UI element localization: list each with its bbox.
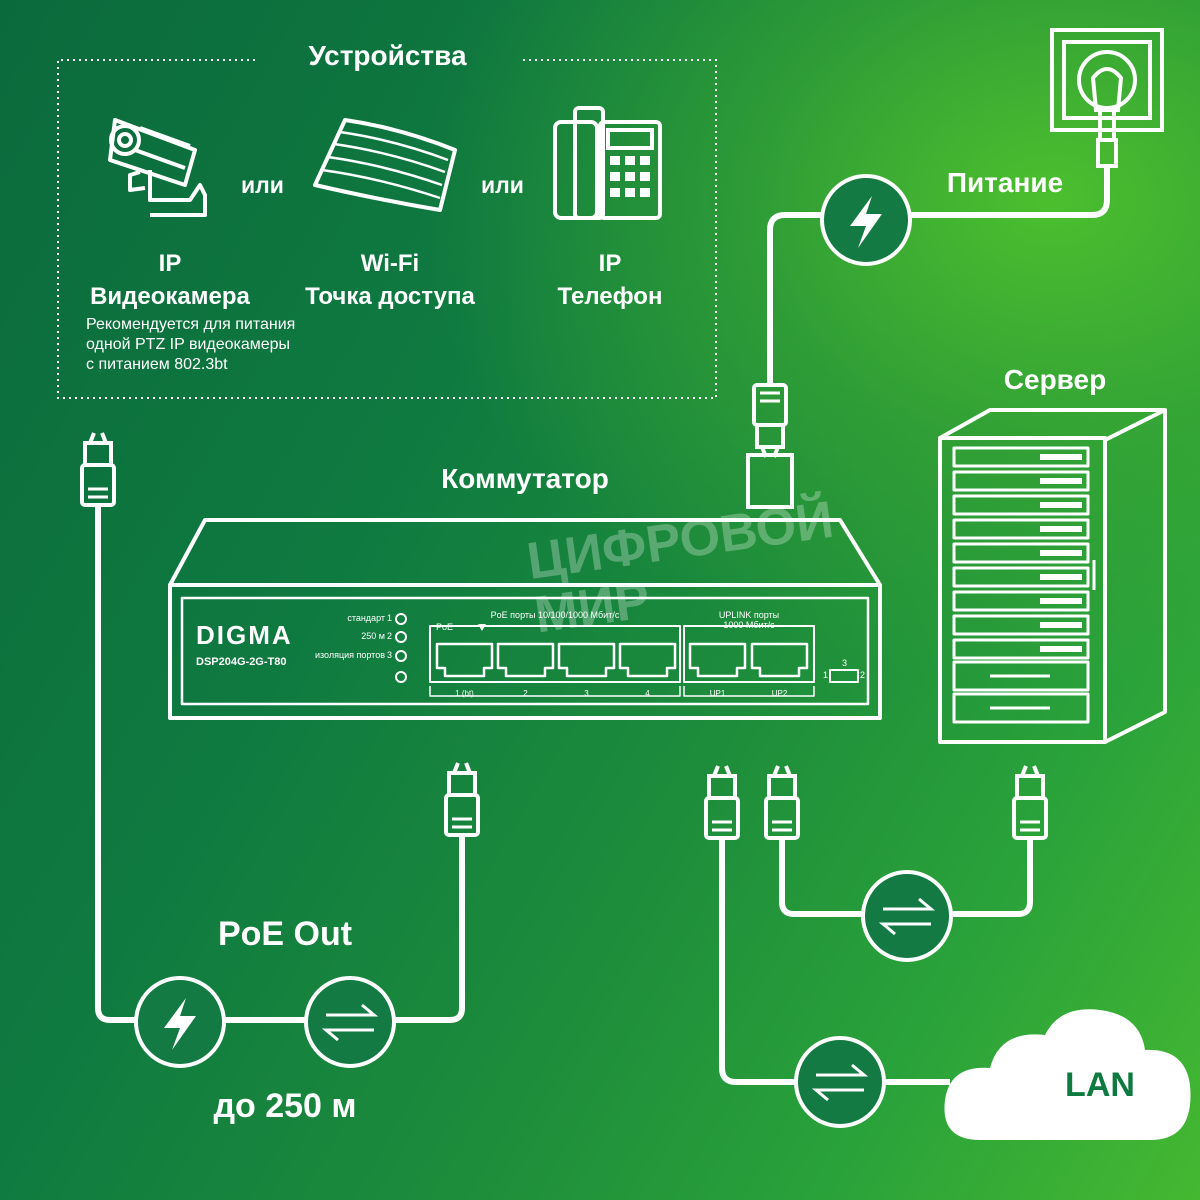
data-transfer-icon bbox=[321, 1003, 379, 1042]
poe-cable bbox=[95, 505, 465, 1023]
power-socket-icon bbox=[1050, 28, 1164, 168]
lightning-icon bbox=[164, 998, 196, 1050]
server-label: Сервер bbox=[1003, 364, 1107, 395]
port-label-2: 2 bbox=[523, 689, 528, 698]
port-label-up2: UP2 bbox=[771, 689, 788, 698]
uplink-server-cable bbox=[779, 838, 1033, 917]
phone-label-line1: IP bbox=[598, 250, 622, 277]
uplink-group-line2: 1000 Мбит/с bbox=[723, 620, 775, 630]
poe-ports-group-label: PoE порты 10/100/1000 Мбит/с bbox=[490, 610, 620, 620]
ap-label-line1: Wi-Fi bbox=[360, 250, 420, 277]
led-num-2: 2 bbox=[387, 631, 393, 641]
devices-box bbox=[57, 59, 717, 399]
switch-label: Коммутатор bbox=[441, 463, 609, 494]
uplink-group-label: UPLINK порты 1000 Мбит/с bbox=[684, 610, 814, 630]
ip-camera-icon bbox=[108, 118, 207, 217]
dip-label-2: 2 bbox=[860, 670, 866, 680]
led-num-1: 1 bbox=[387, 613, 393, 623]
phone-label-line2: Телефон bbox=[557, 283, 663, 310]
phone-label: IP Телефон bbox=[535, 247, 685, 313]
power-cable bbox=[767, 166, 1110, 385]
power-label: Питание bbox=[946, 167, 1064, 198]
lan-label: LAN bbox=[1065, 1066, 1135, 1104]
poe-data-circle bbox=[304, 976, 396, 1068]
ap-label-line2: Точка доступа bbox=[305, 283, 475, 310]
server-rack-icon bbox=[938, 408, 1167, 744]
rj45-plug-icon bbox=[766, 766, 798, 838]
switch-device bbox=[168, 518, 882, 720]
poe-out-label: PoE Out bbox=[217, 915, 353, 953]
port-label-4: 4 bbox=[645, 689, 650, 698]
power-plug-connector bbox=[746, 383, 794, 509]
rj45-plug-icon bbox=[706, 766, 738, 838]
lightning-icon bbox=[850, 196, 882, 248]
uplink-group-line1: UPLINK порты bbox=[718, 610, 780, 620]
camera-label-line1: IP bbox=[158, 250, 182, 277]
devices-title: Устройства bbox=[308, 40, 467, 71]
uplink-lan-cable bbox=[719, 838, 950, 1085]
camera-note-line3: с питанием 802.3bt bbox=[86, 356, 228, 373]
or-label-1: или bbox=[241, 172, 284, 198]
power-lightning-circle bbox=[820, 174, 912, 266]
distance-label: до 250 м bbox=[213, 1087, 357, 1125]
data-transfer-icon bbox=[878, 897, 936, 936]
led-label-isolation: изоляция портов bbox=[314, 650, 385, 660]
rj45-plug-icon bbox=[446, 763, 478, 835]
switch-brand: DIGMA bbox=[196, 620, 293, 650]
or-label-2: или bbox=[481, 172, 524, 198]
ap-label: Wi-Fi Точка доступа bbox=[285, 247, 495, 313]
port-label-3: 3 bbox=[584, 689, 589, 698]
port-label-1: 1 (bt) bbox=[455, 689, 474, 698]
led-num-3: 3 bbox=[387, 650, 393, 660]
camera-note-line2: одной PTZ IP видеокамеры bbox=[86, 336, 291, 353]
ip-phone-icon bbox=[553, 106, 662, 220]
poe-power-circle bbox=[134, 976, 226, 1068]
camera-note: Рекомендуется для питания одной PTZ IP в… bbox=[86, 315, 295, 375]
led-label-250m: 250 м bbox=[361, 631, 385, 641]
camera-label: IP Видеокамера bbox=[60, 247, 280, 313]
dip-label-1: 1 bbox=[823, 670, 829, 680]
switch-model: DSP204G-2G-T80 bbox=[196, 656, 287, 668]
port-label-up1: UP1 bbox=[709, 689, 726, 698]
data-transfer-icon bbox=[811, 1063, 869, 1102]
dip-label-3: 3 bbox=[842, 658, 848, 668]
server-data-circle bbox=[861, 870, 953, 962]
rj45-plug-icon bbox=[82, 433, 114, 505]
rj45-plug-icon bbox=[1014, 766, 1046, 838]
camera-note-line1: Рекомендуется для питания bbox=[86, 316, 296, 333]
camera-label-line2: Видеокамера bbox=[90, 283, 250, 310]
access-point-icon bbox=[313, 118, 457, 212]
poe-tag: PoE bbox=[436, 622, 454, 632]
lan-data-circle bbox=[794, 1036, 886, 1128]
cloud-icon bbox=[944, 1009, 1191, 1140]
led-label-standard: стандарт bbox=[347, 613, 385, 623]
